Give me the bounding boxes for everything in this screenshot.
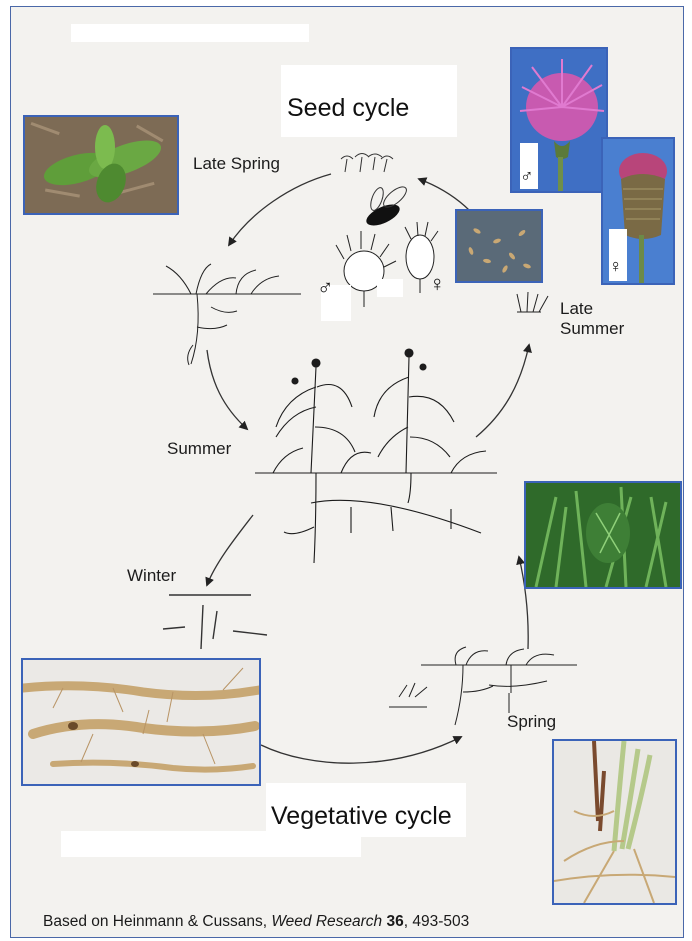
vegetative-cycle-heading: Vegetative cycle	[271, 804, 452, 829]
winter-roots-drawing	[163, 595, 267, 649]
seedlings-drawing	[341, 154, 393, 173]
caption-pages: , 493-503	[404, 913, 470, 930]
caption-volume: 36	[387, 913, 404, 930]
caption-prefix: Based on Heinmann & Cussans,	[43, 913, 271, 930]
spring-shoots-photo	[524, 481, 682, 589]
late-summer-seedheads-drawing	[517, 292, 548, 312]
roots-photo	[21, 658, 261, 786]
arrow-winter-to-spring	[261, 737, 461, 763]
male-flower-photo: ♂	[510, 47, 608, 193]
blank-symbol-box	[377, 279, 403, 297]
label-summer: Summer	[167, 440, 231, 459]
arrow-to-summer	[207, 350, 247, 429]
male-symbol: ♂	[317, 277, 334, 299]
arrow-summer-to-winter	[207, 515, 253, 585]
blank-label-top	[71, 24, 309, 42]
label-late-summer-2: Summer	[560, 320, 624, 339]
label-late-spring: Late Spring	[193, 155, 280, 174]
arrow-late-spring-to-early-summer	[229, 174, 331, 245]
arrow-summer-to-late-summer	[476, 345, 529, 437]
label-winter: Winter	[127, 567, 176, 586]
bee-drawing	[363, 183, 409, 229]
female-photo-symbol: ♀	[609, 257, 623, 275]
citation-caption: Based on Heinmann & Cussans, Weed Resear…	[43, 913, 683, 931]
male-photo-symbol: ♂	[520, 167, 534, 185]
seeds-photo	[455, 209, 543, 283]
seedling-rosette-photo	[23, 115, 179, 215]
label-spring: Spring	[507, 713, 556, 732]
caption-journal: Weed Research	[271, 913, 382, 930]
diagram-frame: Seed cycle Vegetative cycle Late Spring …	[10, 6, 684, 938]
female-flower-photo: ♀	[601, 137, 675, 285]
female-symbol: ♀	[429, 273, 446, 295]
young-plant-drawing	[153, 264, 301, 365]
summer-plant-drawing	[255, 349, 497, 563]
seed-cycle-heading: Seed cycle	[287, 96, 409, 121]
label-late-summer-1: Late	[560, 300, 593, 319]
root-shoots-photo	[552, 739, 677, 905]
